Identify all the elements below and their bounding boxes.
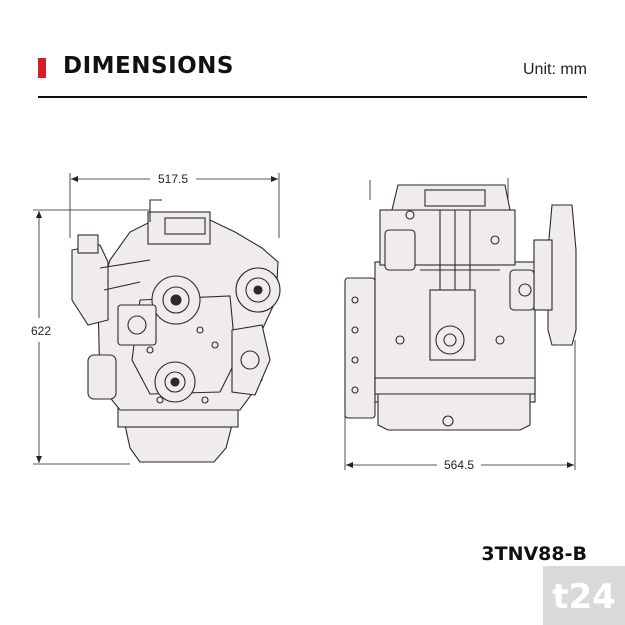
front-height-dimension [33,209,150,465]
front-width-label: 517.5 [158,172,188,186]
engine-front-view [71,199,281,463]
watermark-text: t24 [552,577,616,617]
unit-label: Unit: mm [523,61,587,78]
side-length-label: 564.5 [444,458,474,472]
header-divider [38,96,587,98]
watermark-logo: t24 [543,566,625,625]
front-height-label: 622 [31,324,51,338]
model-name: 3TNV88-B [481,543,587,565]
side-length-dimension [344,340,576,470]
side-reference-lines [369,178,509,200]
front-width-dimension [69,173,280,238]
title-accent-bar [38,58,46,78]
engine-side-view [344,184,577,431]
page-title: DIMENSIONS [63,53,234,79]
